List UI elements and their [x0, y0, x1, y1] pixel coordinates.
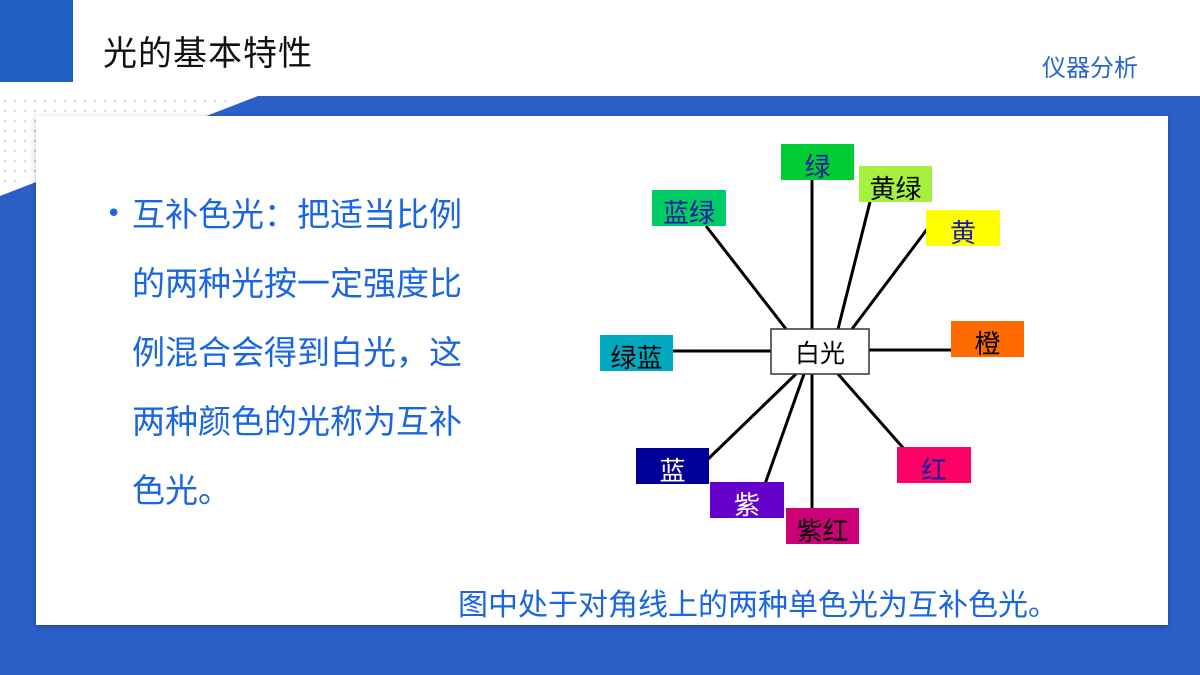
- color-box: 蓝绿: [652, 190, 726, 229]
- bullet-dot-icon: •: [106, 199, 122, 229]
- course-name: 仪器分析: [1042, 54, 1138, 82]
- color-box: 绿蓝: [600, 335, 673, 374]
- spoke-line: [850, 227, 930, 330]
- color-box: 红: [897, 447, 971, 486]
- color-box: 紫红: [786, 508, 859, 547]
- color-label: 紫红: [796, 517, 848, 547]
- spoke-lines: [673, 180, 951, 510]
- page-title: 光的基本特性: [103, 34, 313, 74]
- color-label: 蓝绿: [663, 199, 715, 229]
- color-label: 蓝: [659, 457, 685, 487]
- spoke-line: [836, 201, 872, 330]
- color-box: 黄绿: [859, 166, 932, 205]
- color-swatch: [710, 482, 784, 518]
- bullet-line: 色光。: [132, 471, 231, 510]
- color-box: 蓝: [636, 448, 709, 487]
- color-box: 紫: [710, 482, 784, 521]
- color-label: 紫: [734, 491, 760, 521]
- color-swatch: [897, 447, 971, 483]
- spoke-line: [704, 225, 788, 330]
- color-swatch: [951, 321, 1024, 357]
- bullet-line: 两种颜色的光称为互补: [132, 402, 462, 441]
- color-swatch: [600, 335, 673, 371]
- spoke-line: [763, 373, 806, 485]
- color-box: 橙: [951, 321, 1024, 360]
- color-swatch: [636, 448, 709, 484]
- color-box: 绿: [781, 144, 854, 183]
- bullet-line: 例混合会得到白光，这: [132, 333, 462, 372]
- color-swatch: [781, 144, 854, 180]
- center-box: [770, 328, 870, 375]
- bullet-line: 的两种光按一定强度比: [132, 264, 462, 303]
- color-swatch: [859, 166, 932, 202]
- corner-accent-block: [0, 0, 73, 82]
- bullet-line: 互补色光：把适当比例: [132, 195, 462, 234]
- color-box: 黄: [926, 210, 1000, 249]
- spoke-line: [703, 372, 798, 464]
- color-swatch: [926, 210, 1000, 246]
- center-label: 白光: [795, 339, 845, 368]
- color-swatch: [652, 190, 726, 226]
- bullet-text-block: • 互补色光：把适当比例 的两种光按一定强度比 例混合会得到白光，这 两种颜色的…: [106, 180, 536, 525]
- color-label: 黄绿: [869, 175, 921, 205]
- center-node: 白光: [770, 328, 870, 375]
- color-label: 橙: [974, 330, 1000, 360]
- color-label: 绿蓝: [610, 344, 662, 374]
- caption: 图中处于对角线上的两种单色光为互补色光。: [458, 588, 1058, 623]
- spoke-line: [836, 373, 907, 451]
- color-swatch: [786, 508, 859, 544]
- color-label: 黄: [950, 219, 976, 249]
- color-label: 绿: [804, 153, 830, 183]
- color-label: 红: [921, 456, 947, 486]
